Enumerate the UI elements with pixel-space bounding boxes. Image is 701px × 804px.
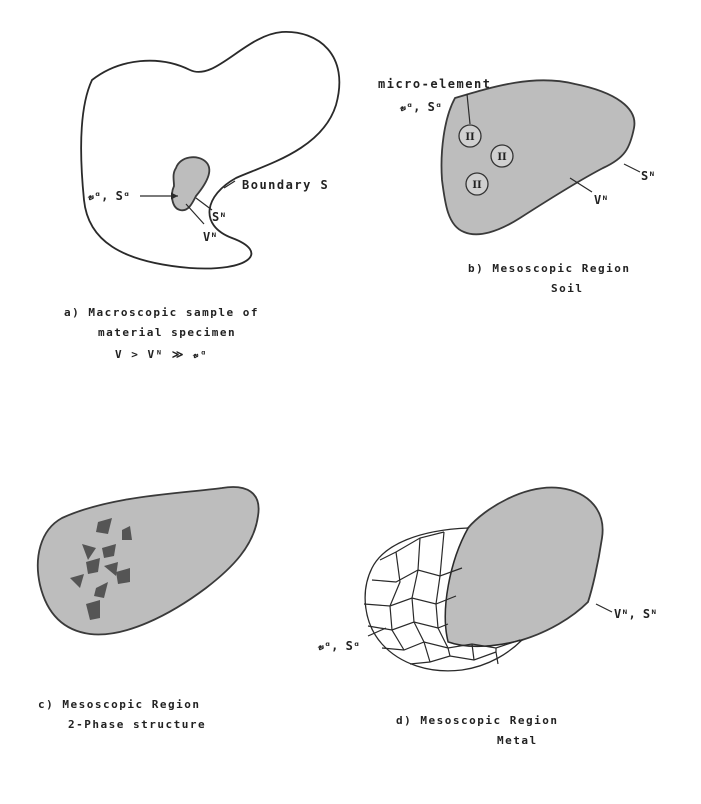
- grain-boundary: [411, 537, 431, 663]
- grain-boundary: [471, 643, 475, 661]
- micro-element-numeral: II: [465, 132, 475, 143]
- b-sn-leader: [623, 163, 641, 173]
- two-phase-region: [36, 486, 260, 636]
- b-vn-label: Vᴺ: [594, 193, 608, 207]
- panel-a: 𝓋ᵅ, Sᵅ Boundary S Sᴺ Vᴺ a) Macroscopic s…: [64, 31, 341, 361]
- sample-volume-vn: [171, 156, 211, 212]
- micro-element-1: II: [458, 124, 482, 148]
- vn-leader: [185, 203, 205, 225]
- boundary-s-label: Boundary S: [242, 178, 329, 192]
- micro-element-numeral: II: [497, 152, 507, 163]
- a-sn-label: Sᴺ: [212, 210, 226, 224]
- phase-inclusion: [116, 568, 130, 584]
- panel-c: c) Mesoscopic Region 2-Phase structure: [36, 486, 260, 731]
- a-vn-label: Vᴺ: [203, 230, 217, 244]
- b-vn-leader: [569, 177, 593, 193]
- d-caption-line1: d) Mesoscopic Region: [396, 714, 558, 727]
- phase-inclusion: [94, 582, 108, 598]
- panel-b: II II II micro-element 𝓋ᵅ, Sᵅ Sᴺ Vᴺ b) M…: [378, 77, 655, 295]
- d-micro-symbol: 𝓋ᵅ, Sᵅ: [317, 639, 360, 653]
- phase-inclusion: [86, 600, 100, 620]
- metal-region: [444, 486, 604, 648]
- phase-inclusion: [96, 518, 112, 534]
- grain-boundaries: [363, 531, 521, 665]
- boundary-leader: [223, 180, 236, 189]
- a-micro-symbol: 𝓋ᵅ, Sᵅ: [87, 189, 130, 203]
- macroscopic-sample-outline: [80, 31, 341, 270]
- c-caption-line1: c) Mesoscopic Region: [38, 698, 200, 711]
- b-sn-label: Sᴺ: [641, 169, 655, 183]
- sn-leader: [195, 197, 213, 211]
- b-caption-line1: b) Mesoscopic Region: [468, 262, 630, 275]
- a-caption-line3: V > Vᴺ ≫ 𝓋ᵅ: [115, 348, 208, 361]
- d-vn-sn-label: Vᴺ, Sᴺ: [614, 607, 657, 621]
- micro-element-circle: [458, 124, 482, 148]
- micro-element-circle: [465, 172, 489, 196]
- b-caption-line2: Soil: [551, 282, 584, 295]
- grain-boundary: [435, 531, 451, 657]
- d-vn-sn-leader: [595, 603, 613, 613]
- b-micro-symbol: 𝓋ᵅ, Sᵅ: [399, 100, 442, 114]
- micro-element-leader: [466, 93, 471, 125]
- phase-inclusion: [70, 574, 84, 588]
- micro-arrow-head: [171, 192, 178, 200]
- grain-boundary: [495, 648, 499, 665]
- phase-inclusion: [104, 562, 118, 576]
- c-caption-line2: 2-Phase structure: [68, 718, 206, 731]
- micro-element-numeral: II: [472, 180, 482, 191]
- micro-element-3: II: [465, 172, 489, 196]
- d-caption-line2: Metal: [497, 734, 538, 747]
- micro-element-label: micro-element: [378, 77, 491, 91]
- phase-inclusion: [102, 544, 116, 558]
- phase-inclusion: [82, 544, 96, 560]
- panel-d: 𝓋ᵅ, Sᵅ Vᴺ, Sᴺ d) Mesoscopic Region Metal: [317, 486, 657, 747]
- grain-boundary: [379, 531, 445, 561]
- grain-zone: [364, 527, 525, 672]
- d-micro-leader: [367, 627, 387, 637]
- phase-inclusion: [86, 558, 100, 574]
- micro-element-2: II: [490, 144, 514, 168]
- soil-region: [440, 79, 636, 236]
- phase-inclusion: [122, 526, 132, 540]
- micro-element-circle: [490, 144, 514, 168]
- a-caption-line2: material specimen: [98, 326, 236, 339]
- grain-boundary: [389, 551, 405, 651]
- a-caption-line1: a) Macroscopic sample of: [64, 306, 259, 319]
